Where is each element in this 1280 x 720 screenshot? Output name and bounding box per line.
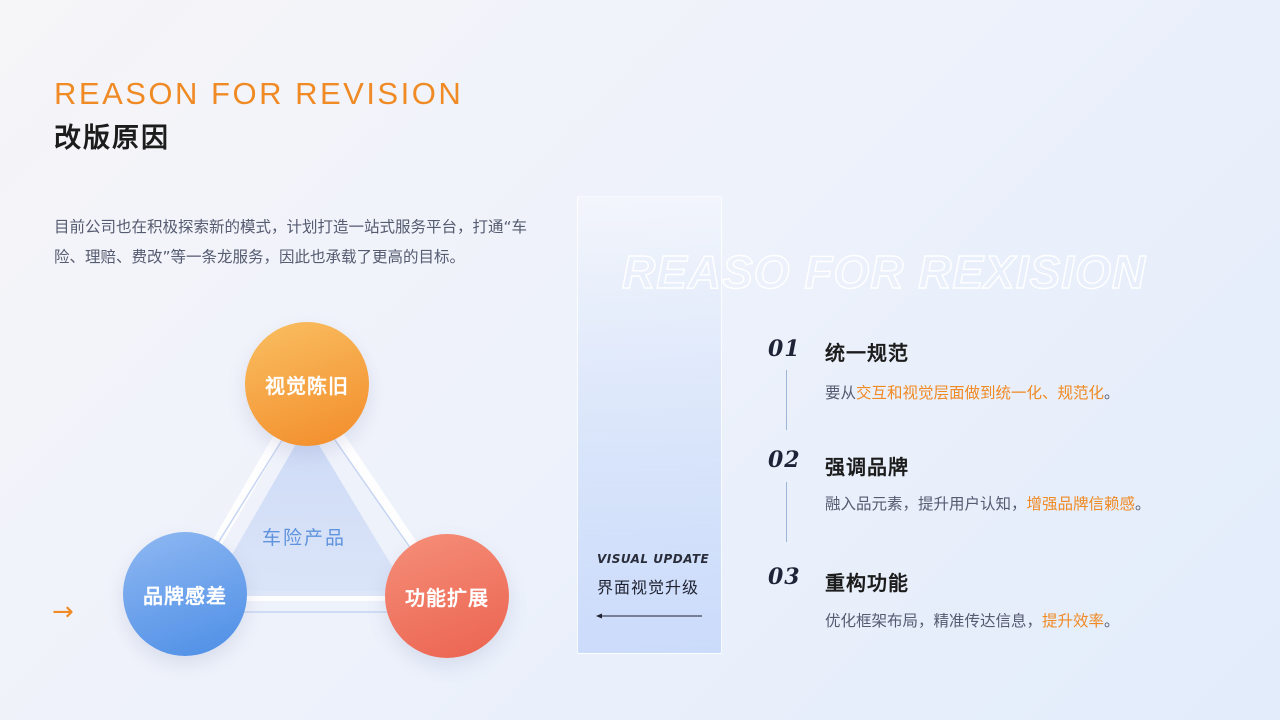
header-en-title: REASON FOR REVISION	[54, 76, 464, 111]
item-number: 03	[768, 564, 801, 590]
intro-paragraph: 目前公司也在积极探索新的模式，计划打造一站式服务平台，打通“车险、理赔、费改”等…	[54, 218, 528, 266]
triangle-fill	[208, 425, 410, 596]
panel-cn-label: 界面视觉升级	[597, 578, 700, 597]
item-title: 统一规范	[825, 341, 909, 365]
node-label: 品牌感差	[143, 583, 227, 608]
watermark-label: REASO FOR REXISION	[622, 246, 1146, 298]
node-label: 功能扩展	[405, 585, 489, 610]
item-description: 要从交互和视觉层面做到统一化、规范化。	[825, 384, 1120, 402]
item-description: 优化框架布局，精准传达信息，提升效率。	[825, 612, 1120, 630]
node-visual-outdated: 视觉陈旧	[245, 322, 369, 446]
item-number: 02	[768, 447, 801, 473]
glass-panel	[577, 196, 722, 654]
item-divider	[786, 370, 787, 430]
item-number: 01	[768, 336, 801, 362]
node-brand-weak: 品牌感差	[123, 532, 247, 656]
arrow-left-icon	[596, 613, 702, 619]
triangle-outline	[173, 398, 457, 613]
watermark-text: REASO FOR REXISION	[621, 245, 1146, 298]
page-title: 改版原因	[54, 123, 170, 154]
item-description: 融入品元素，提升用户认知，增强品牌信赖感。	[825, 495, 1151, 513]
node-feature-expand: 功能扩展	[385, 534, 509, 658]
panel-en-label: VISUAL UPDATE	[597, 552, 710, 566]
node-label: 视觉陈旧	[265, 373, 349, 398]
item-title: 强调品牌	[825, 455, 909, 479]
diagram-center-label: 车险产品	[262, 527, 347, 549]
item-title: 重构功能	[825, 571, 909, 595]
item-divider	[786, 482, 787, 542]
arrow-right-icon: →	[52, 597, 74, 627]
